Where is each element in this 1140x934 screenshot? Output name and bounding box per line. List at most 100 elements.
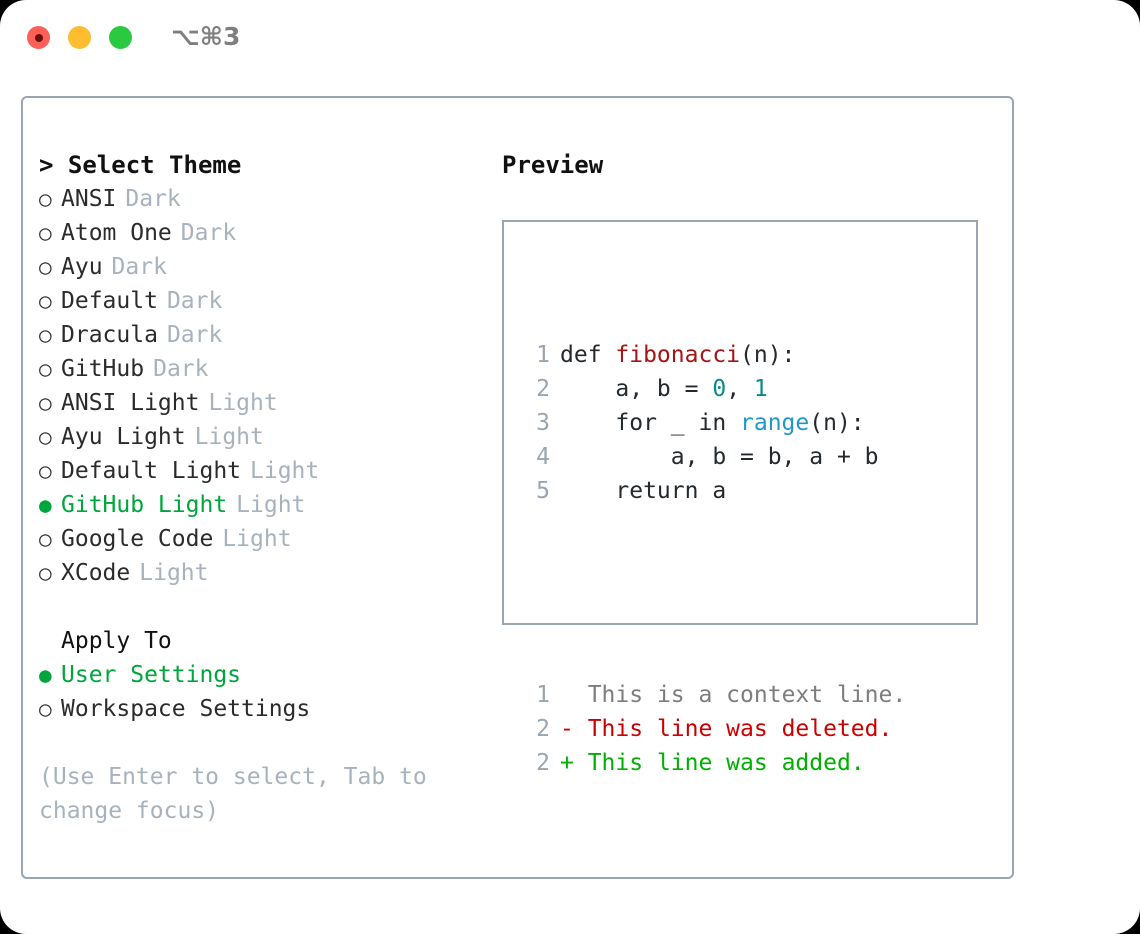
- theme-option-row[interactable]: ○ GitHub Dark: [39, 352, 479, 386]
- diff-marker: -: [560, 716, 588, 742]
- code-token: (n):: [740, 342, 796, 368]
- radio-unselected-icon[interactable]: ○: [39, 527, 52, 551]
- diff-block: 1 This is a context line. 2- This line wa…: [524, 678, 906, 780]
- theme-option-row[interactable]: ○ ANSI Dark: [39, 182, 479, 216]
- radio-unselected-icon[interactable]: ○: [39, 459, 52, 483]
- apply-to-label: Workspace Settings: [61, 696, 311, 722]
- apply-to-list[interactable]: ● User Settings ○ Workspace Settings: [39, 658, 479, 726]
- diff-line: 1 This is a context line.: [524, 678, 906, 712]
- radio-unselected-icon[interactable]: ○: [39, 425, 52, 449]
- theme-name: Default: [61, 288, 158, 314]
- code-line: 4 a, b = b, a + b: [524, 440, 906, 474]
- line-number: 2: [536, 716, 550, 742]
- theme-variant-badge: Dark: [153, 356, 209, 382]
- theme-variant-badge: Dark: [125, 186, 181, 212]
- theme-variant-badge: Light: [236, 492, 306, 518]
- window-controls: [27, 26, 132, 49]
- theme-option-row[interactable]: ○ Ayu Light Light: [39, 420, 479, 454]
- theme-name: Ayu: [61, 254, 103, 280]
- diff-marker: +: [560, 750, 588, 776]
- code-token: return a: [560, 478, 727, 504]
- theme-option-row[interactable]: ○ Default Dark: [39, 284, 479, 318]
- minimize-button[interactable]: [68, 26, 91, 49]
- radio-selected-icon[interactable]: ●: [39, 493, 52, 517]
- theme-name: Ayu Light: [61, 424, 186, 450]
- code-token: (n):: [809, 410, 865, 436]
- code-token: 0: [712, 376, 727, 402]
- apply-to-heading: Apply To: [61, 628, 172, 654]
- apply-to-label: User Settings: [61, 662, 242, 688]
- radio-selected-icon[interactable]: ●: [39, 663, 52, 687]
- radio-unselected-icon[interactable]: ○: [39, 255, 52, 279]
- apply-to-option-row[interactable]: ● User Settings: [39, 658, 479, 692]
- keyboard-hint-text: (Use Enter to select, Tab to change focu…: [39, 764, 427, 824]
- theme-variant-badge: Light: [194, 424, 264, 450]
- line-number: 4: [536, 444, 550, 470]
- code-spacer: [524, 576, 906, 610]
- diff-marker: [560, 682, 588, 708]
- theme-name: ANSI: [61, 186, 117, 212]
- theme-variant-badge: Light: [222, 526, 292, 552]
- code-token: for _ in: [560, 410, 741, 436]
- close-button[interactable]: [27, 26, 50, 49]
- radio-unselected-icon[interactable]: ○: [39, 697, 52, 721]
- theme-name: ANSI Light: [61, 390, 200, 416]
- keyboard-shortcut-label: ⌥⌘3: [171, 22, 241, 51]
- theme-variant-badge: Dark: [166, 288, 223, 314]
- code-token: a, b = b, a + b: [560, 444, 879, 470]
- code-token: ,: [726, 376, 754, 402]
- theme-name: Google Code: [61, 526, 214, 552]
- theme-name: Dracula: [61, 322, 158, 348]
- line-number: 1: [536, 342, 550, 368]
- radio-unselected-icon[interactable]: ○: [39, 561, 52, 585]
- code-token: def: [560, 342, 616, 368]
- apply-to-section: Apply To ● User Settings ○ Workspace Settin…: [39, 624, 479, 726]
- theme-option-row[interactable]: ○ Ayu Dark: [39, 250, 479, 284]
- line-number: 3: [536, 410, 550, 436]
- theme-option-row[interactable]: ○ Dracula Dark: [39, 318, 479, 352]
- radio-unselected-icon[interactable]: ○: [39, 289, 52, 313]
- diff-line: 2 + This line was added.: [524, 746, 906, 780]
- theme-option-row[interactable]: ○ ANSI Light Light: [39, 386, 479, 420]
- line-number: 2: [536, 376, 550, 402]
- theme-variant-badge: Dark: [166, 322, 223, 348]
- theme-name: GitHub: [61, 356, 145, 382]
- line-number: 2: [536, 750, 550, 776]
- code-token: fibonacci: [615, 342, 741, 368]
- code-token: 1: [753, 376, 768, 402]
- radio-unselected-icon[interactable]: ○: [39, 221, 52, 245]
- theme-variant-badge: Light: [208, 390, 278, 416]
- radio-unselected-icon[interactable]: ○: [39, 187, 52, 211]
- radio-unselected-icon[interactable]: ○: [39, 323, 52, 347]
- theme-option-row[interactable]: ○ Default Light Light: [39, 454, 479, 488]
- apply-to-option-row[interactable]: ○ Workspace Settings: [39, 692, 479, 726]
- theme-name: Atom One: [61, 220, 172, 246]
- theme-name: Default Light: [61, 458, 242, 484]
- preview-heading: Preview: [502, 151, 604, 179]
- theme-option-row[interactable]: ○ Atom One Dark: [39, 216, 479, 250]
- code-token: a, b =: [560, 376, 713, 402]
- theme-variant-badge: Dark: [180, 220, 237, 246]
- theme-variant-badge: Dark: [111, 254, 167, 280]
- theme-name: XCode: [61, 560, 131, 586]
- radio-unselected-icon[interactable]: ○: [39, 357, 52, 381]
- maximize-button[interactable]: [109, 26, 132, 49]
- diff-text: This line was added.: [587, 750, 865, 776]
- radio-unselected-icon[interactable]: ○: [39, 391, 52, 415]
- line-number: 5: [536, 478, 550, 504]
- code-line: 2 a, b = 0, 1: [524, 372, 906, 406]
- theme-variant-badge: Light: [250, 458, 320, 484]
- theme-option-row[interactable]: ○ Google Code Light: [39, 522, 479, 556]
- code-token: range: [740, 410, 810, 436]
- title-bar: ⌥⌘3: [0, 0, 1140, 76]
